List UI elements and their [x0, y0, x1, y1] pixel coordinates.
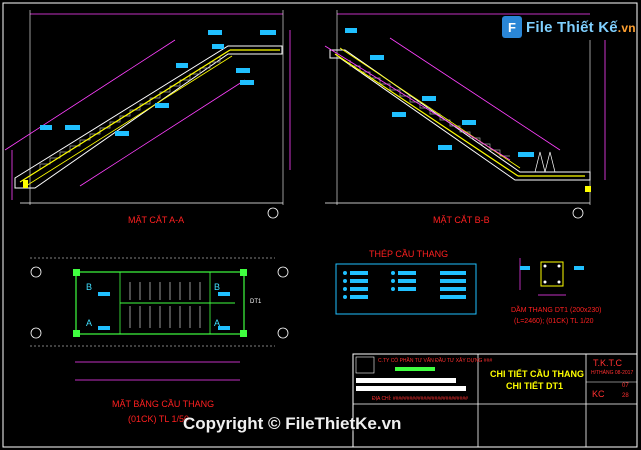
section-aa-drawing	[4, 10, 291, 219]
plan-label-a-left: A	[86, 318, 93, 328]
plan-label-b-right: B	[214, 282, 221, 292]
plan-label-b-left: B	[86, 282, 93, 292]
plan-label-dt1: DT1	[250, 299, 262, 305]
copyright-watermark: Copyright © FileThietKe.vn	[183, 414, 402, 433]
plan-label-a-right: A	[214, 318, 221, 328]
stair-plan-drawing	[30, 257, 289, 381]
drawing-date: H/THÁNG 08-2017	[591, 370, 634, 376]
stair-steel-title: THÉP CẦU THANG	[369, 249, 449, 259]
drawing-title-1: CHI TIẾT CẦU THANG	[490, 369, 584, 379]
file-badge-icon: F	[502, 16, 522, 38]
tktc-label: T.K.T.C	[593, 358, 623, 368]
section-aa-title: MẶT CẮT A-A	[128, 215, 185, 225]
company-name: C.TY CỔ PHẦN TƯ VẤN ĐẦU TƯ XÂY DỰNG ###	[378, 358, 493, 364]
logo-text: File Thiết Kế.vn	[526, 18, 636, 36]
sheet-total: 28	[622, 393, 629, 399]
company-address: ĐỊA CHỈ: ###########################	[372, 396, 468, 402]
drawing-title-2: CHI TIẾT DT1	[506, 381, 564, 391]
stair-plan-title: MẶT BẰNG CẦU THANG	[112, 399, 215, 409]
beam-dt1-section	[519, 258, 584, 296]
section-bb-title: MẶT CẮT B-B	[433, 215, 490, 225]
discipline-code: KC	[592, 389, 605, 399]
title-block-frame	[352, 353, 638, 448]
beam-dt1-title: DẦM THANG DT1 (200x230)	[511, 307, 602, 314]
section-bb-drawing	[324, 10, 606, 219]
site-logo: F File Thiết Kế.vn	[502, 14, 636, 40]
stair-plan-subtitle: (01CK) TL 1/50	[128, 414, 190, 424]
stair-steel-table	[335, 263, 477, 315]
sheet-number: 07	[622, 383, 629, 389]
beam-dt1-subtitle: (L=2460); (01CK) TL 1/20	[514, 318, 594, 325]
